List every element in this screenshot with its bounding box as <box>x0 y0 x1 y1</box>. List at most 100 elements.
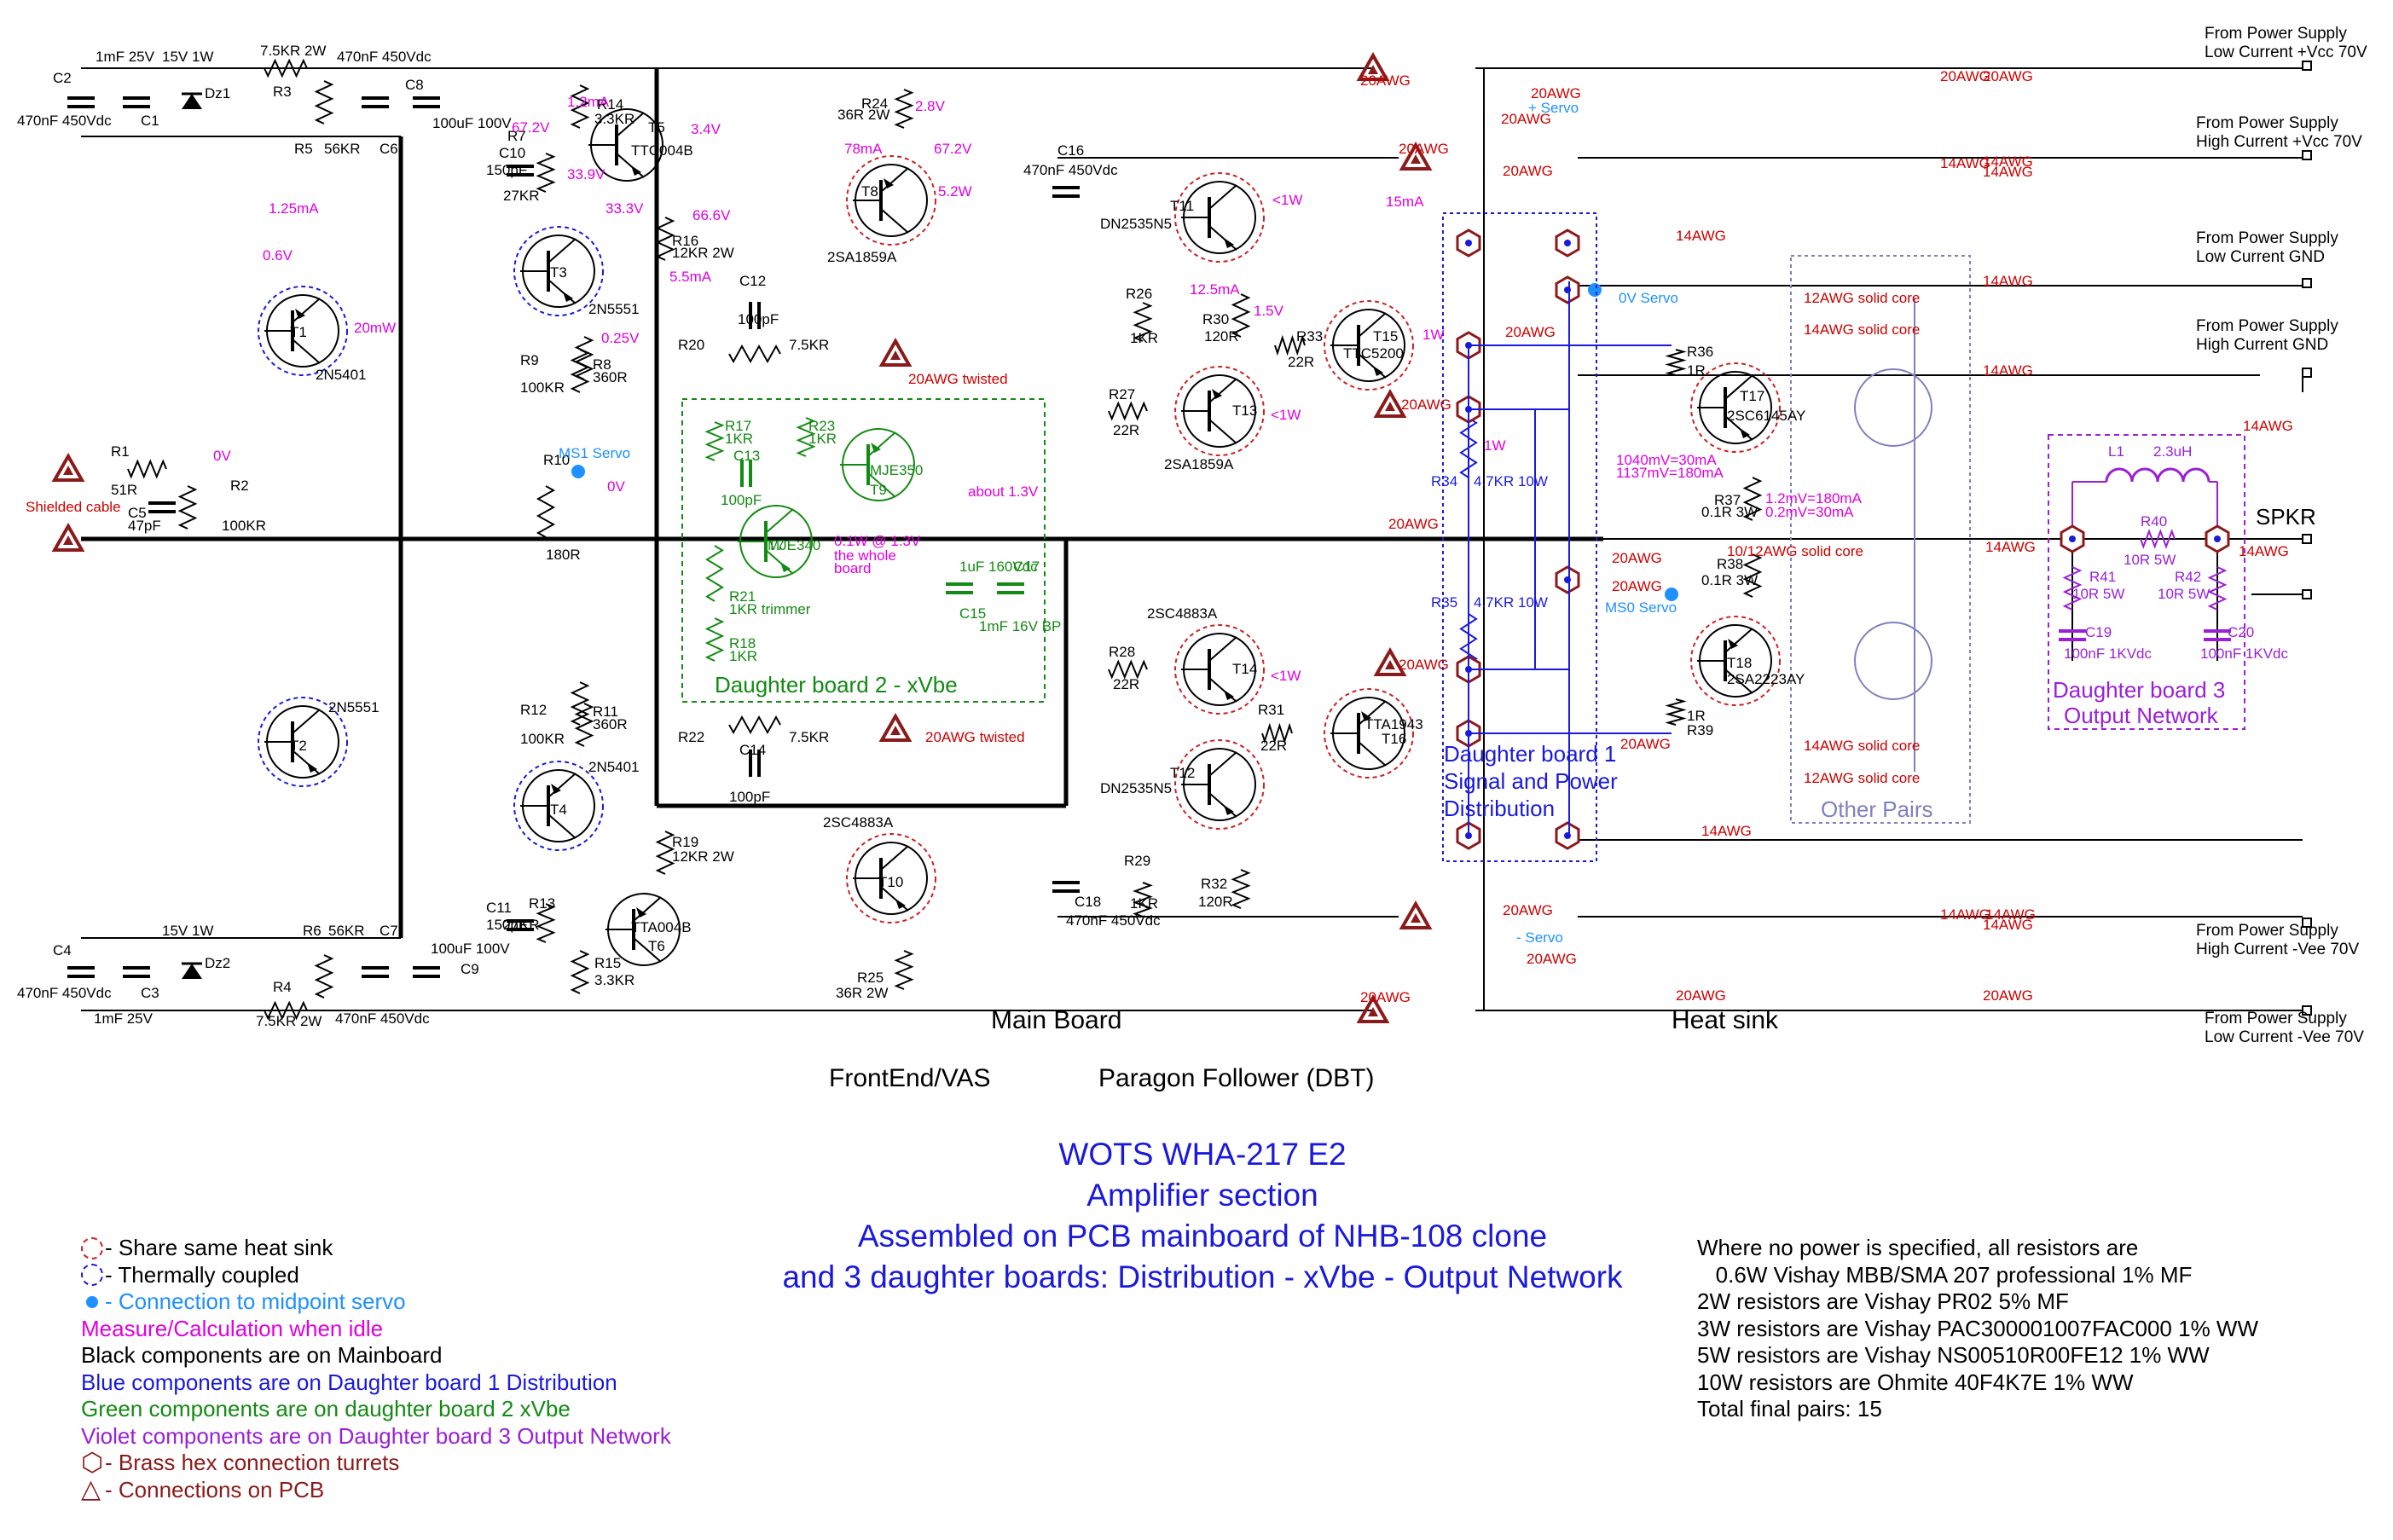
label-r14v: 3.3KR <box>594 111 634 127</box>
transistor-t2 <box>258 697 348 787</box>
label-t1p: 2N5401 <box>316 367 367 383</box>
capacitor-c8 <box>413 96 440 108</box>
label-r20: R20 <box>678 337 704 353</box>
resistors <box>127 58 2228 1021</box>
zero-servo-dot[interactable] <box>1588 283 1602 297</box>
resistor-r39 <box>1665 698 1687 726</box>
label-r27v: 22R <box>1113 422 1139 438</box>
title-block: WOTS WHA-217 E2 Amplifier section Assemb… <box>648 1134 1757 1298</box>
label-r19v: 12KR 2W <box>672 848 734 865</box>
resistor-r22 <box>728 715 781 735</box>
resistor-r9 <box>574 336 594 380</box>
transistor-t9 <box>840 428 915 501</box>
measure-m-1-2mA: 1.2mA <box>567 94 610 110</box>
label-r41v: 10R 5W <box>2072 586 2124 602</box>
pcb-conn-twisted-bot[interactable] <box>878 712 913 742</box>
pcb-conn-input[interactable] <box>51 452 85 482</box>
label-t15p: TTC5200 <box>1343 345 1404 362</box>
resistor-r1 <box>127 459 167 479</box>
hex-turret-out-2[interactable] <box>2205 524 2230 553</box>
resistor-r40 <box>2140 529 2176 549</box>
label-t11: T11 <box>1170 198 1194 214</box>
hex-turret-3[interactable] <box>1555 275 1580 304</box>
pcb-conn-t16[interactable] <box>1373 646 1407 676</box>
resistor-r25 <box>894 950 914 990</box>
resistor-r42 <box>2207 566 2228 611</box>
ms0-servo-dot[interactable] <box>1665 588 1678 601</box>
ms1-servo-dot[interactable] <box>571 465 585 478</box>
transistor-t12 <box>1174 739 1265 830</box>
label-c12: C12 <box>739 273 766 289</box>
title-line-2: Amplifier section <box>1086 1178 1318 1213</box>
pcb-conn-vee-low[interactable] <box>1356 993 1390 1023</box>
label-r18: R18 <box>729 635 756 651</box>
label-l1: L1 <box>2108 443 2124 460</box>
resistor-r16 <box>655 217 675 261</box>
wire-label-1: 20AWG <box>1399 141 1449 157</box>
label-c18: C18 <box>1075 894 1101 910</box>
label-c18v: 470nF 450Vdc <box>1066 912 1161 929</box>
measure-m-1-5V: 1.5V <box>1254 303 1284 319</box>
label-c5: C5 <box>128 505 147 521</box>
label-c13v: 100pF <box>721 492 762 508</box>
legend-item: ⬡ - Brass hex connection turrets <box>81 1450 671 1477</box>
label-t2p: 2N5551 <box>328 699 380 715</box>
legend-item: Black components are on Mainboard <box>81 1342 671 1369</box>
label-t2: T2 <box>290 738 307 754</box>
db2-title: Daughter board 2 - xVbe <box>715 672 958 698</box>
label-t17p: 2SC6145AY <box>1727 408 1805 424</box>
label-r33: R33 <box>1296 328 1323 344</box>
supply-gnd_low-line2: Low Current GND <box>2196 248 2325 266</box>
label-r28: R28 <box>1109 644 1135 660</box>
wire-label-8: 20AWG <box>1612 578 1662 594</box>
legend-text: Green components are on daughter board 2… <box>81 1396 571 1421</box>
transistor-t13 <box>1174 366 1265 456</box>
label-t12p: DN2535N5 <box>1100 780 1172 796</box>
measure-m-20mW: 20mW <box>354 320 396 336</box>
label-r5: R5 <box>294 141 313 157</box>
pcb-conn-twisted-top[interactable] <box>878 337 913 367</box>
pcb-conn-shield[interactable] <box>51 522 85 552</box>
pcb-conn-t15[interactable] <box>1373 388 1407 418</box>
capacitor-c15 <box>946 582 973 594</box>
label-c9: C9 <box>461 961 479 977</box>
wire-label-10: 20AWG <box>1503 902 1553 918</box>
wire-label-11: 20AWG <box>1527 951 1577 967</box>
zener-dz1 <box>182 92 202 109</box>
wire-label-26: 14AWG <box>2239 543 2289 559</box>
speaker-terminals[interactable] <box>2302 61 2312 1016</box>
pcb-conn-vcc-low[interactable] <box>1356 51 1390 81</box>
resistor-r8 <box>570 349 590 393</box>
measure-m-0V-a: 0V <box>213 448 231 464</box>
resistor-r30 <box>1231 293 1251 338</box>
note-line: 2W resistors are Vishay PR02 5% MF <box>1697 1288 2069 1314</box>
wire-label-20: 14AWG <box>1983 273 2033 289</box>
resistor-r7 <box>536 153 556 193</box>
legend-text: - Brass hex connection turrets <box>105 1450 400 1475</box>
hex-turret-10[interactable] <box>1555 821 1580 850</box>
label-r41: R41 <box>2089 569 2116 585</box>
label-r24v: 36R 2W <box>837 107 889 123</box>
hex-turret-2[interactable] <box>1555 229 1580 258</box>
measure-m-12-5mA: 12.5mA <box>1190 281 1240 298</box>
transistor-t1 <box>258 286 348 376</box>
wire-label-19: 14AWG <box>1983 164 2033 180</box>
hex-turret-6[interactable] <box>1555 565 1580 594</box>
pcb-conn-vcc-high[interactable] <box>1399 141 1433 171</box>
blue-dashed-circle-icon <box>81 1264 103 1287</box>
pcb-conn-vee-high[interactable] <box>1399 900 1433 929</box>
label-r23: R23 <box>808 418 835 434</box>
label-l1v: 2.3uH <box>2153 443 2192 460</box>
capacitor-c4 <box>67 966 95 978</box>
label-t3p: 2N5551 <box>588 301 640 317</box>
wire-label-33: 20AWG twisted <box>925 729 1025 745</box>
hex-turret-1[interactable] <box>1456 229 1481 258</box>
label-c2v: 470nF 450Vdc <box>17 113 112 129</box>
label-c10: C10 <box>499 145 525 161</box>
label-r42v: 10R 5W <box>2158 586 2210 602</box>
title-line-1: WOTS WHA-217 E2 <box>1058 1137 1347 1172</box>
legend-item: Blue components are on Daughter board 1 … <box>81 1369 671 1397</box>
db1-title-3: Distribution <box>1444 796 1555 821</box>
hex-turret-out-1[interactable] <box>2060 524 2085 553</box>
legend-text: - Share same heat sink <box>105 1235 333 1260</box>
